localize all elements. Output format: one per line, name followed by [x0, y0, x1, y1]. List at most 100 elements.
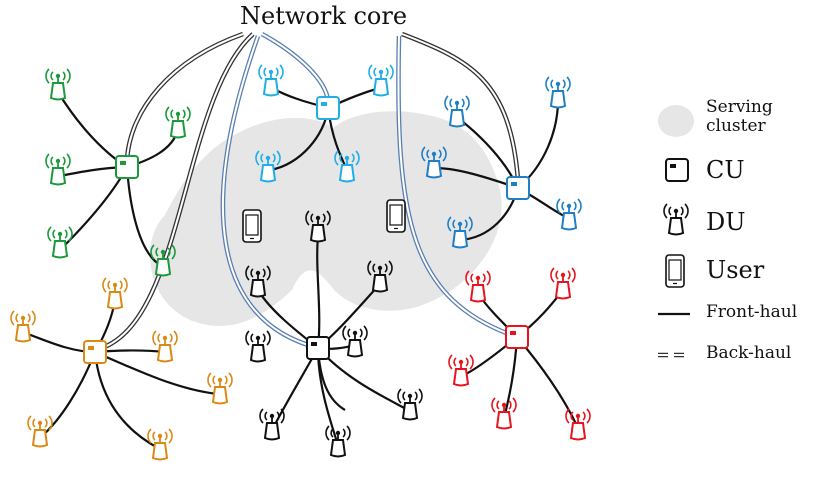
- legend-serving-cluster-label: Serving cluster: [706, 97, 773, 136]
- legend-user-icon: [665, 254, 685, 288]
- du-wave-right-inner: [262, 333, 266, 343]
- du-antenna-dot: [255, 335, 261, 341]
- du-wave-right-outer: [266, 330, 271, 346]
- du-wave-right-outer: [68, 226, 73, 242]
- du-wave-right-outer: [469, 354, 474, 370]
- du-base: [51, 240, 69, 259]
- du-wave-right-outer: [66, 153, 71, 169]
- du-wave-right-outer: [355, 150, 360, 166]
- du-wave-right-inner: [164, 431, 168, 441]
- cu-box: [316, 96, 340, 120]
- cu-orange: [83, 340, 107, 364]
- du-base: [346, 339, 364, 358]
- du-wave-left-inner: [452, 219, 456, 229]
- du-wave-right-outer: [173, 330, 178, 346]
- du-base: [151, 442, 169, 461]
- backhaul-orange-inner: [94, 33, 254, 351]
- du-base: [259, 164, 277, 183]
- du-antenna-dot: [352, 330, 358, 336]
- du-wave-left-inner: [32, 418, 36, 428]
- du-wave-right-inner: [384, 263, 388, 273]
- du-red-3: [491, 397, 517, 430]
- du-base: [156, 344, 174, 363]
- du-wave-right-inner: [351, 153, 355, 163]
- du-wave-left-outer: [556, 198, 561, 214]
- du-antenna-dot: [255, 270, 261, 276]
- cu-box: [115, 155, 139, 179]
- du-wave-left-inner: [157, 333, 161, 343]
- du-wave-left-outer: [245, 330, 250, 346]
- du-wave-right-outer: [389, 64, 394, 80]
- cu-green: [115, 155, 139, 179]
- cu-box: [665, 158, 689, 182]
- du-base: [329, 439, 347, 458]
- du-green-2: [45, 153, 71, 186]
- du-wave-left-outer: [255, 150, 260, 166]
- du-wave-left-inner: [470, 273, 474, 283]
- du-wave-left-inner: [561, 201, 565, 211]
- cu-indicator: [670, 164, 676, 168]
- du-base: [495, 411, 513, 430]
- du-wave-right-outer: [388, 260, 393, 276]
- du-base: [154, 258, 172, 277]
- du-base: [371, 274, 389, 293]
- du-wave-left-inner: [155, 247, 159, 257]
- du-antenna-dot: [315, 215, 321, 221]
- du-base: [338, 164, 356, 183]
- du-black-0: [305, 210, 331, 243]
- du-antenna-dot: [344, 155, 350, 161]
- du-wave-left-outer: [259, 408, 264, 424]
- du-wave-left-outer: [45, 68, 50, 84]
- backhaul-blue-inner: [401, 33, 519, 181]
- du-wave-right-inner: [182, 109, 186, 119]
- du-wave-right-inner: [119, 280, 123, 290]
- du-wave-right-outer: [571, 267, 576, 283]
- du-base: [667, 217, 685, 236]
- du-orange-4: [27, 415, 53, 448]
- cu-indicator: [120, 161, 126, 165]
- cu-black: [306, 336, 330, 360]
- legend-backhaul-label: Back-haul: [706, 343, 792, 363]
- du-wave-right-inner: [573, 201, 577, 211]
- du-base: [549, 90, 567, 109]
- du-wave-right-outer: [486, 270, 491, 286]
- backhaul-cyan-inner: [261, 33, 329, 101]
- du-wave-right-inner: [275, 67, 279, 77]
- du-wave-right-outer: [512, 397, 517, 413]
- du-antenna-dot: [335, 430, 341, 436]
- du-wave-right-inner: [262, 268, 266, 278]
- du-antenna-dot: [217, 377, 223, 383]
- du-red-4: [565, 408, 591, 441]
- du-wave-right-inner: [276, 411, 280, 421]
- du-wave-right-outer: [442, 146, 447, 162]
- du-antenna-dot: [673, 208, 679, 214]
- du-wave-right-inner: [414, 391, 418, 401]
- du-wave-right-inner: [482, 273, 486, 283]
- du-black-2: [367, 260, 393, 293]
- du-wave-left-inner: [264, 411, 268, 421]
- backhaul-red-inner: [397, 35, 518, 338]
- legend-cu-icon: [665, 158, 689, 182]
- du-base: [14, 324, 32, 343]
- du-wave-right-outer: [346, 425, 351, 441]
- du-base: [569, 422, 587, 441]
- du-wave-right-outer: [123, 277, 128, 293]
- du-antenna-dot: [457, 221, 463, 227]
- du-wave-right-inner: [169, 333, 173, 343]
- du-cyan-1: [368, 64, 394, 97]
- du-cyan-0: [258, 64, 284, 97]
- du-black-6: [325, 425, 351, 458]
- du-blue-2: [421, 146, 447, 179]
- du-base: [560, 212, 578, 231]
- du-wave-right-inner: [62, 156, 66, 166]
- serving-cluster: [150, 111, 502, 327]
- du-wave-left-inner: [402, 391, 406, 401]
- du-base: [448, 109, 466, 128]
- du-antenna-dot: [407, 393, 413, 399]
- cu-blue: [506, 176, 530, 200]
- du-wave-left-inner: [50, 156, 54, 166]
- du-orange-1: [102, 277, 128, 310]
- du-wave-left-outer: [27, 415, 32, 431]
- fronthaul-blue-1: [517, 99, 560, 189]
